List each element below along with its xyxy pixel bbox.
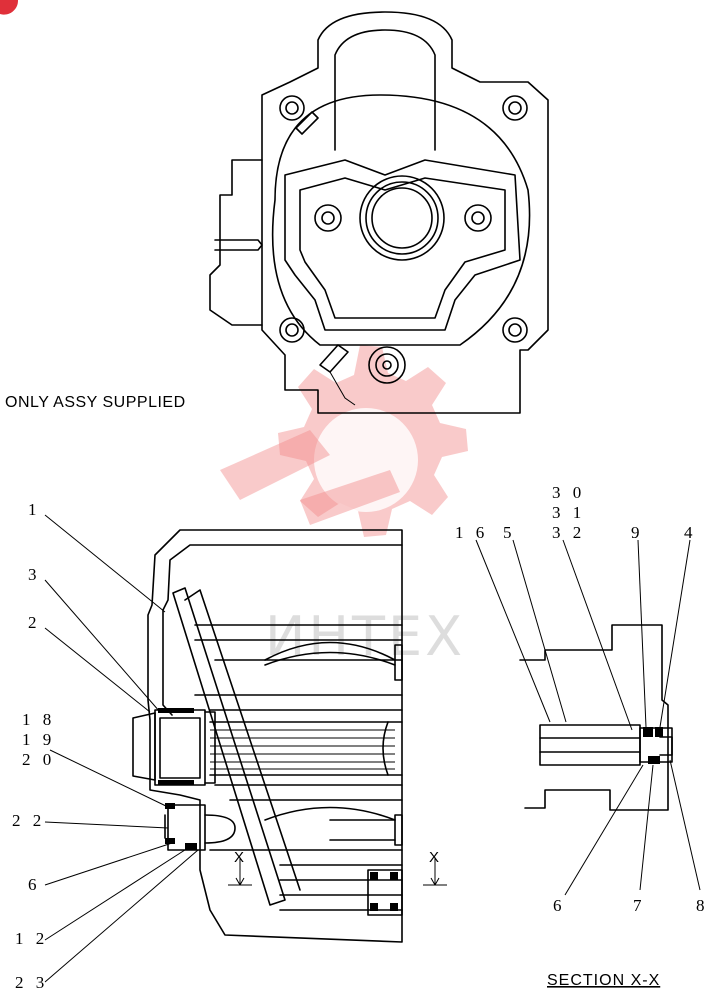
callout-8: 8	[696, 896, 709, 915]
callout-6-left: 6	[28, 875, 41, 894]
callout-labels: 1 3 2 1 8 1 9 2 0 2 2 6 1 2 2 3 3 0 3 1 …	[12, 483, 709, 992]
callout-23: 2 3	[15, 973, 48, 992]
callout-12: 1 2	[15, 929, 48, 948]
callout-5: 5	[503, 523, 516, 542]
callout-9: 9	[631, 523, 644, 542]
callout-18: 1 8	[22, 710, 55, 729]
watermark-text: ИНТЕХ	[265, 605, 465, 668]
leader-lines-left	[44, 514, 199, 983]
callout-3: 3	[28, 565, 41, 584]
callout-22: 2 2	[12, 811, 45, 830]
callout-7: 7	[633, 896, 646, 915]
callout-6-right: 6	[553, 896, 566, 915]
callout-1: 1	[28, 500, 41, 519]
callout-32: 3 2	[552, 523, 585, 542]
section-marker-left: X	[234, 849, 244, 866]
housing-top-view	[209, 11, 549, 414]
callout-16: 1 6	[455, 523, 488, 542]
callout-4: 4	[684, 523, 697, 542]
pump-section-view	[132, 529, 447, 943]
callout-2: 2	[28, 613, 41, 632]
callout-31: 3 1	[552, 503, 585, 522]
callout-30: 3 0	[552, 483, 585, 502]
section-marker-right: X	[429, 849, 439, 866]
watermark-logo	[220, 345, 468, 537]
section-title: SECTION X-X	[547, 972, 660, 989]
callout-20: 2 0	[22, 750, 55, 769]
section-x-x-view	[519, 624, 673, 811]
leader-lines-right	[475, 539, 701, 896]
corner-mark	[0, 0, 19, 15]
callout-19: 1 9	[22, 730, 55, 749]
assy-note: ONLY ASSY SUPPLIED	[5, 394, 186, 411]
